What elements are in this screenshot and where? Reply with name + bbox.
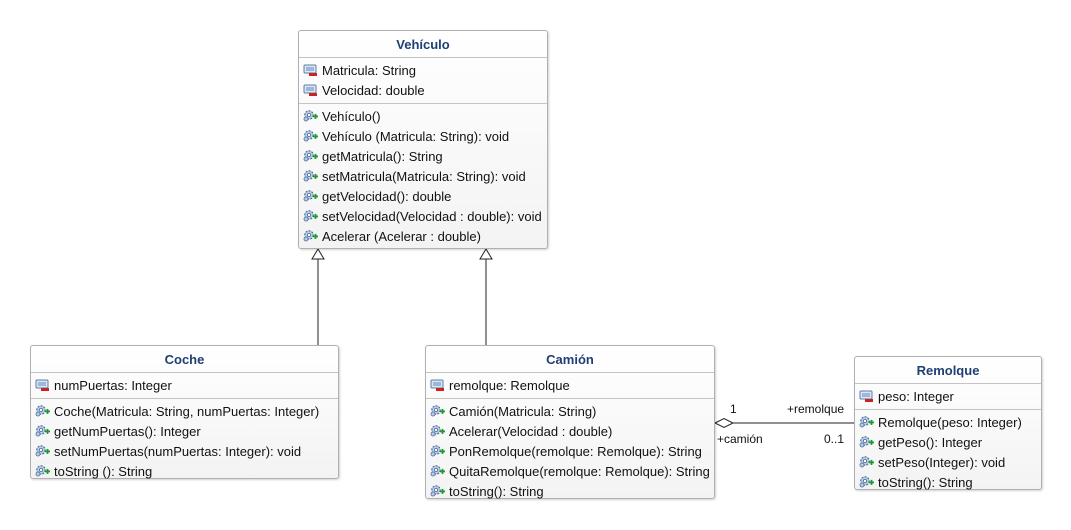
public-operation-icon	[303, 169, 318, 183]
class-name: Remolque	[855, 357, 1041, 384]
attributes-compartment: numPuertas: Integer	[31, 373, 338, 399]
attribute-text: Matricula: String	[322, 62, 416, 78]
operations-compartment: Camión(Matricula: String) Acelerar(Veloc…	[426, 399, 714, 504]
public-operation-icon	[859, 415, 874, 429]
class-coche[interactable]: Coche numPuertas: Integer Coche(Matricul…	[30, 345, 339, 479]
camion-role: +camión	[717, 432, 763, 446]
operation-row: getVelocidad(): double	[303, 186, 547, 206]
public-operation-icon	[35, 444, 50, 458]
operation-text: PonRemolque(remolque: Remolque): String	[449, 443, 702, 459]
private-attribute-icon	[303, 83, 318, 97]
operation-row: Camión(Matricula: String)	[430, 401, 714, 421]
operation-text: getNumPuertas(): Integer	[54, 423, 201, 439]
operation-text: Remolque(peso: Integer)	[878, 414, 1022, 430]
generalization-camion-arrowhead	[479, 248, 493, 260]
operation-text: toString(): String	[449, 483, 544, 499]
operation-row: getMatricula(): String	[303, 146, 547, 166]
public-operation-icon	[303, 149, 318, 163]
class-remolque[interactable]: Remolque peso: Integer Remolque(peso: In…	[854, 356, 1042, 490]
attribute-row: numPuertas: Integer	[35, 375, 338, 395]
public-operation-icon	[303, 229, 318, 243]
public-operation-icon	[430, 424, 445, 438]
attribute-row: Matricula: String	[303, 60, 547, 80]
attribute-text: remolque: Remolque	[449, 377, 570, 393]
operation-row: setPeso(Integer): void	[859, 452, 1041, 472]
attribute-text: peso: Integer	[878, 388, 954, 404]
operation-row: QuitaRemolque(remolque: Remolque): Strin…	[430, 461, 714, 481]
class-camion[interactable]: Camión remolque: Remolque Camión(Matricu…	[425, 345, 715, 499]
operation-text: setVelocidad(Velocidad : double): void	[322, 208, 542, 224]
public-operation-icon	[303, 129, 318, 143]
remolque-multiplicity: 0..1	[824, 432, 845, 446]
operation-text: Acelerar(Velocidad : double)	[449, 423, 613, 439]
operation-row: toString (): String	[35, 461, 338, 481]
operation-text: setNumPuertas(numPuertas: Integer): void	[54, 443, 302, 459]
camion-multiplicity: 1	[730, 402, 737, 416]
operation-text: toString (): String	[54, 463, 153, 479]
operation-row: PonRemolque(remolque: Remolque): String	[430, 441, 714, 461]
class-name: Camión	[426, 346, 714, 373]
public-operation-icon	[35, 404, 50, 418]
operation-text: Camión(Matricula: String)	[449, 403, 597, 419]
attribute-text: Velocidad: double	[322, 82, 425, 98]
public-operation-icon	[430, 444, 445, 458]
attribute-row: remolque: Remolque	[430, 375, 714, 395]
public-operation-icon	[859, 435, 874, 449]
class-vehiculo[interactable]: Vehículo Matricula: String Velocidad: do…	[298, 30, 548, 249]
attribute-row: Velocidad: double	[303, 80, 547, 100]
private-attribute-icon	[859, 389, 874, 403]
generalization-coche-arrowhead	[311, 248, 325, 260]
operation-text: getPeso(): Integer	[878, 434, 983, 450]
operation-text: setMatricula(Matricula: String): void	[322, 168, 526, 184]
operation-row: Vehículo()	[303, 106, 547, 126]
private-attribute-icon	[303, 63, 318, 77]
public-operation-icon	[859, 455, 874, 469]
operation-text: Vehículo()	[322, 108, 381, 124]
operation-row: Acelerar(Velocidad : double)	[430, 421, 714, 441]
operation-row: Remolque(peso: Integer)	[859, 412, 1041, 432]
operation-row: getPeso(): Integer	[859, 432, 1041, 452]
attributes-compartment: peso: Integer	[855, 384, 1041, 410]
attribute-row: peso: Integer	[859, 386, 1041, 406]
operation-row: setNumPuertas(numPuertas: Integer): void	[35, 441, 338, 461]
attribute-text: numPuertas: Integer	[54, 377, 172, 393]
class-name: Vehículo	[299, 31, 547, 58]
operation-row: toString(): String	[859, 472, 1041, 492]
public-operation-icon	[430, 484, 445, 498]
operation-row: Vehículo (Matricula: String): void	[303, 126, 547, 146]
public-operation-icon	[35, 424, 50, 438]
operation-text: QuitaRemolque(remolque: Remolque): Strin…	[449, 463, 710, 479]
operation-row: Coche(Matricula: String, numPuertas: Int…	[35, 401, 338, 421]
public-operation-icon	[35, 464, 50, 478]
operation-text: Acelerar (Acelerar : double)	[322, 228, 481, 244]
private-attribute-icon	[430, 378, 445, 392]
operation-row: setVelocidad(Velocidad : double): void	[303, 206, 547, 226]
public-operation-icon	[859, 475, 874, 489]
private-attribute-icon	[35, 378, 50, 392]
operations-compartment: Remolque(peso: Integer) getPeso(): Integ…	[855, 410, 1041, 495]
class-name: Coche	[31, 346, 338, 373]
aggregation-diamond	[713, 417, 735, 429]
public-operation-icon	[430, 464, 445, 478]
operation-text: setPeso(Integer): void	[878, 454, 1006, 470]
operation-row: setMatricula(Matricula: String): void	[303, 166, 547, 186]
operation-text: toString(): String	[878, 474, 973, 490]
public-operation-icon	[430, 404, 445, 418]
operation-text: getMatricula(): String	[322, 148, 443, 164]
attributes-compartment: Matricula: String Velocidad: double	[299, 58, 547, 104]
remolque-role: +remolque	[787, 402, 845, 416]
public-operation-icon	[303, 209, 318, 223]
public-operation-icon	[303, 109, 318, 123]
attributes-compartment: remolque: Remolque	[426, 373, 714, 399]
operations-compartment: Coche(Matricula: String, numPuertas: Int…	[31, 399, 338, 484]
operation-text: Vehículo (Matricula: String): void	[322, 128, 510, 144]
operation-row: getNumPuertas(): Integer	[35, 421, 338, 441]
operations-compartment: Vehículo() Vehículo (Matricula: String):…	[299, 104, 547, 249]
operation-row: toString(): String	[430, 481, 714, 501]
public-operation-icon	[303, 189, 318, 203]
operation-text: Coche(Matricula: String, numPuertas: Int…	[54, 403, 320, 419]
operation-text: getVelocidad(): double	[322, 188, 452, 204]
operation-row: Acelerar (Acelerar : double)	[303, 226, 547, 246]
